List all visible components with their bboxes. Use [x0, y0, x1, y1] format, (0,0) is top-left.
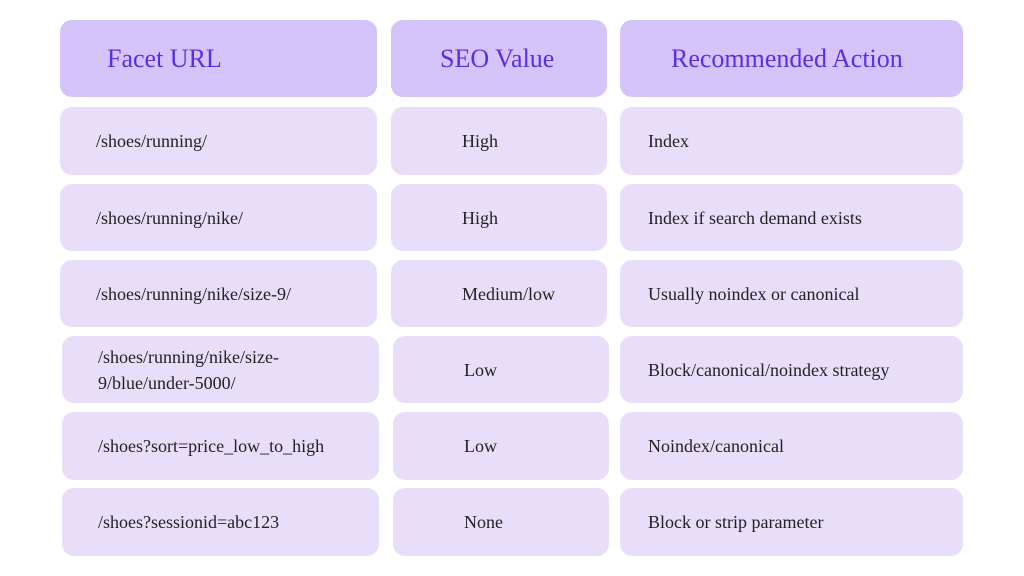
table-cell-url: /shoes?sort=price_low_to_high: [62, 412, 379, 480]
table-cell-value-text: High: [462, 131, 498, 151]
table-cell-url-text: /shoes?sort=price_low_to_high: [98, 436, 325, 456]
table-cell-value: High: [391, 184, 607, 251]
table-cell-action: Block/canonical/noindex strategy: [620, 336, 963, 403]
column-header-action: Recommended Action: [620, 20, 963, 97]
table-cell-action: Noindex/canonical: [620, 412, 963, 480]
table-cell-url-text: /shoes/running/nike/size-9/blue/under-50…: [98, 346, 279, 393]
table-cell-url-text: /shoes/running/: [96, 131, 207, 151]
column-header-action-text: Recommended Action: [671, 43, 903, 73]
table-cell-url: /shoes/running/nike/size-9/blue/under-50…: [62, 336, 379, 403]
table-cell-action: Block or strip parameter: [620, 488, 963, 556]
table-cell-value-text: Medium/low: [462, 283, 555, 304]
table-cell-action: Index if search demand exists: [620, 184, 963, 251]
table-cell-url: /shoes/running/nike/: [60, 184, 377, 251]
table-cell-action-text: Index if search demand exists: [648, 207, 862, 228]
column-header-url: Facet URL: [60, 20, 377, 97]
table-cell-action-text: Index: [648, 131, 689, 151]
table-cell-value: None: [393, 488, 609, 556]
table-cell-url: /shoes/running/nike/size-9/: [60, 260, 377, 327]
table-cell-value: Medium/low: [391, 260, 607, 327]
table-cell-value-text: None: [464, 512, 503, 532]
table-cell-value-text: Low: [464, 359, 497, 380]
table-cell-action-text: Block or strip parameter: [648, 512, 824, 532]
table-cell-value-text: High: [462, 207, 498, 228]
column-header-url-text: Facet URL: [107, 43, 222, 73]
table-cell-value: Low: [393, 336, 609, 403]
table-cell-url-text: /shoes/running/nike/size-9/: [96, 283, 291, 304]
table-cell-url: /shoes?sessionid=abc123: [62, 488, 379, 556]
column-header-value: SEO Value: [391, 20, 607, 97]
table-cell-url-text: /shoes/running/nike/: [96, 207, 243, 228]
table-cell-value: High: [391, 107, 607, 175]
table-cell-action-text: Noindex/canonical: [648, 436, 784, 456]
table-cell-url: /shoes/running/: [60, 107, 377, 175]
table-cell-url-text: /shoes?sessionid=abc123: [98, 512, 280, 532]
table-cell-value-text: Low: [464, 436, 497, 456]
column-header-value-text: SEO Value: [440, 43, 555, 73]
table-cell-action: Index: [620, 107, 963, 175]
table-cell-value: Low: [393, 412, 609, 480]
table-cell-action-text: Block/canonical/noindex strategy: [648, 359, 890, 380]
table-cell-action: Usually noindex or canonical: [620, 260, 963, 327]
table-cell-action-text: Usually noindex or canonical: [648, 283, 860, 304]
